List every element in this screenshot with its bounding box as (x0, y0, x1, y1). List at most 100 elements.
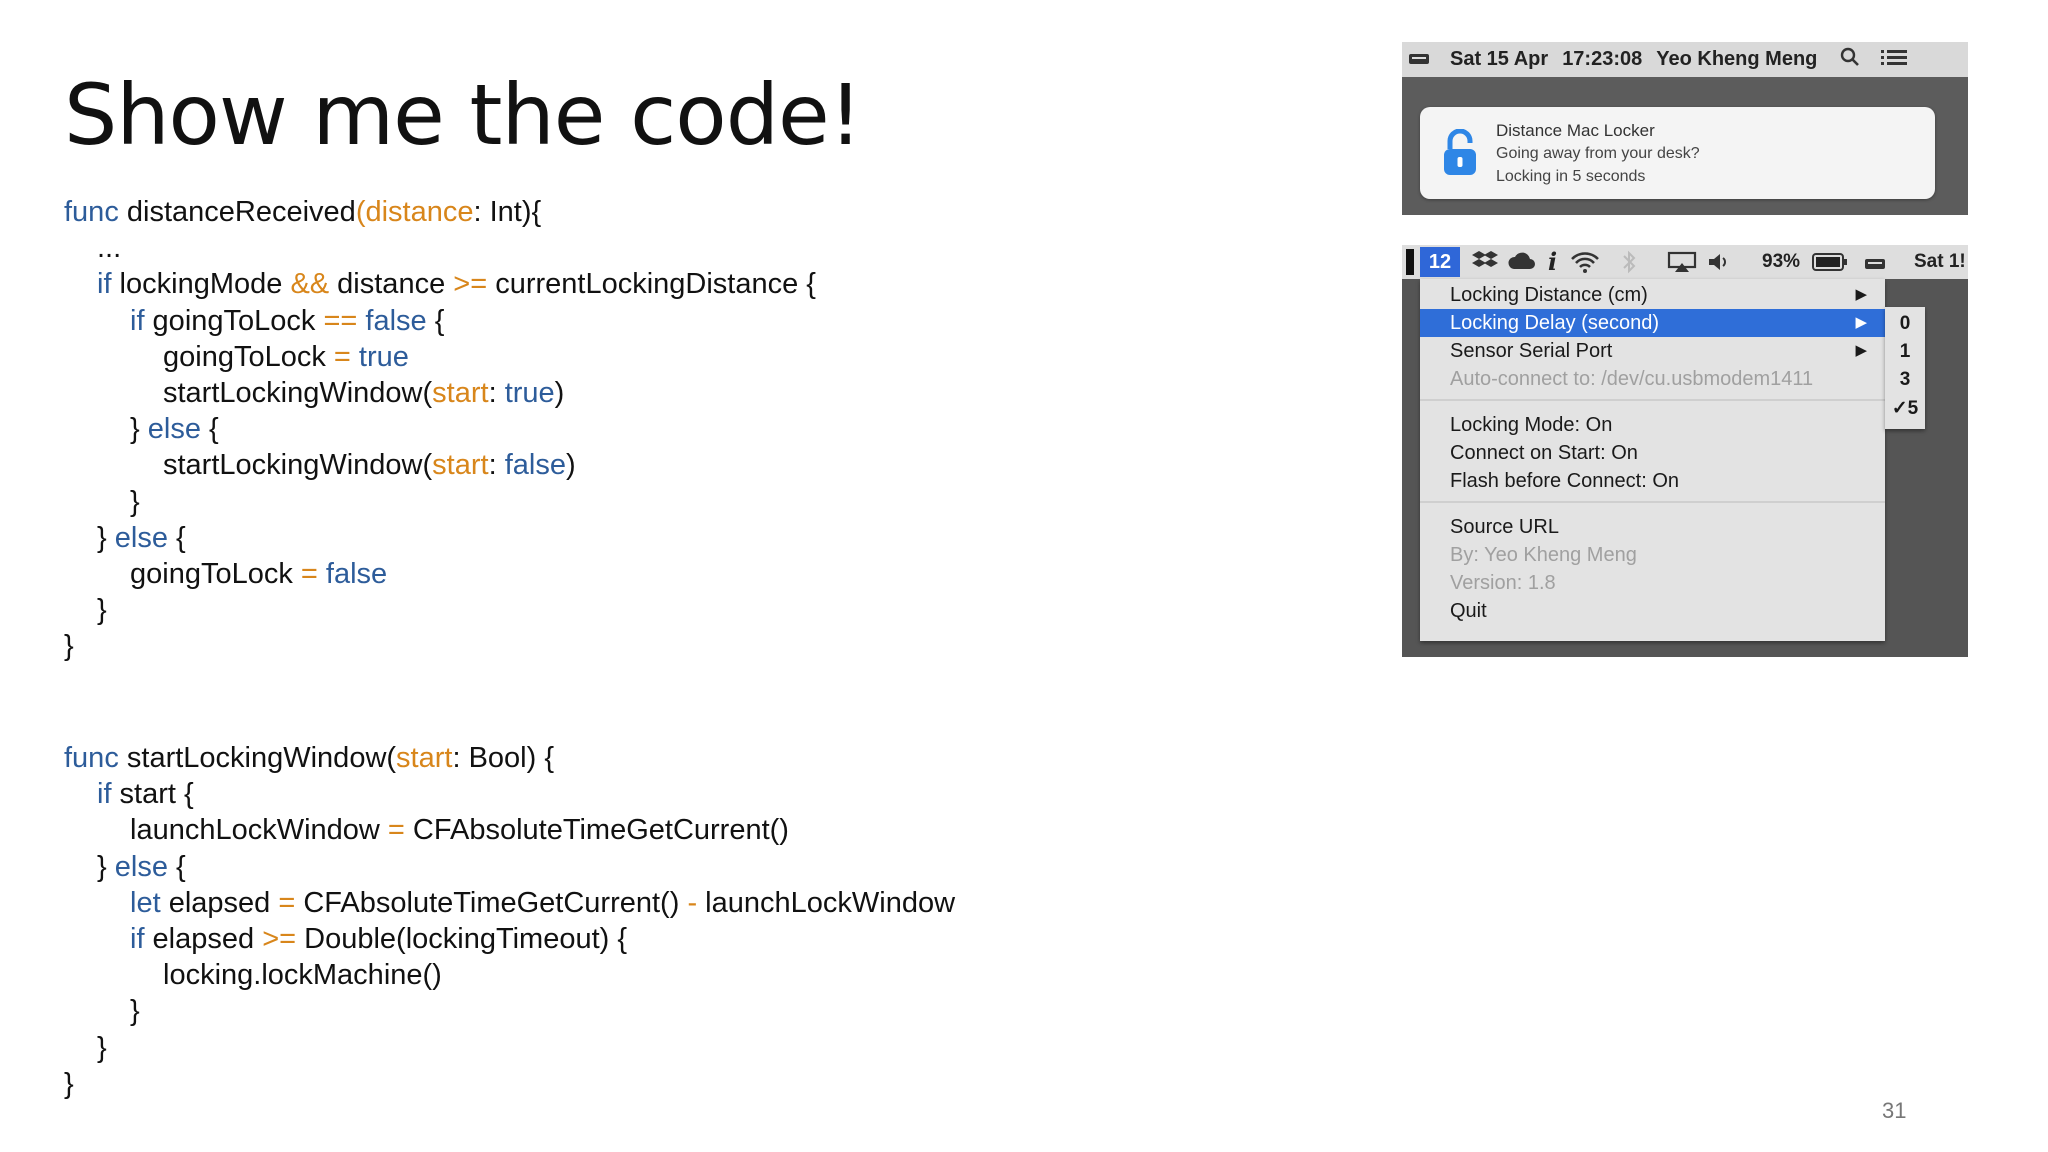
submenu-arrow-icon: ▶ (1855, 314, 1867, 331)
code-token: startLockingWindow( (163, 376, 433, 409)
notification-app-name: Distance Mac Locker (1496, 121, 1655, 140)
code-token: else (114, 850, 168, 883)
menu-item[interactable]: Flash before Connect: On (1420, 467, 1885, 495)
lock-open-icon (1442, 128, 1478, 182)
info-icon[interactable]: i (1548, 247, 1558, 276)
menu-item-label: Locking Mode: On (1450, 414, 1613, 436)
code-token: launchLockWindow (130, 814, 388, 847)
notification-center-icon[interactable] (1881, 48, 1908, 72)
code-token: startLockingWindow( (163, 449, 433, 482)
code-token: { (167, 521, 186, 554)
code-token: func (64, 196, 119, 228)
code-token: } (97, 594, 107, 627)
code-token: : (488, 449, 505, 482)
code-token: { (200, 413, 219, 446)
code-block-distance-received: func distanceReceived(distance: Int){...… (64, 194, 816, 664)
menu-item[interactable]: Connect on Start: On (1420, 439, 1885, 467)
code-line: startLockingWindow(start: true) (64, 375, 816, 411)
code-token: { (426, 304, 445, 337)
menu-item[interactable]: Sensor Serial Port ▶ (1420, 337, 1885, 365)
menu-item[interactable]: Locking Distance (cm)▶ (1420, 281, 1885, 309)
code-token: start { (111, 778, 194, 811)
menubar-date-partial[interactable]: Sat 1! (1914, 251, 1966, 272)
code-line: if goingToLock == false { (64, 303, 816, 339)
code-token: false (357, 304, 427, 337)
menu-item[interactable]: Source URL (1420, 513, 1885, 541)
code-token: distance (365, 196, 474, 228)
code-token: { (167, 850, 186, 883)
code-token: let (130, 886, 161, 919)
submenu-item[interactable]: 1 (1899, 341, 1911, 362)
search-icon[interactable] (1839, 46, 1861, 74)
code-line: goingToLock = true (64, 339, 816, 375)
code-token: = (278, 886, 296, 919)
code-token: if (97, 778, 112, 811)
mac-menubar: Sat 15 Apr 17:23:08 Yeo Kheng Meng (1402, 42, 1968, 77)
code-token: - (687, 886, 698, 919)
menu-item[interactable]: Locking Delay (second) ▶ (1420, 309, 1885, 337)
keyboard-icon[interactable] (1864, 254, 1886, 276)
menu-item-label: Version: 1.8 (1450, 572, 1556, 594)
dropbox-icon[interactable] (1472, 250, 1498, 278)
code-block-start-locking-window: func startLockingWindow(start: Bool) {if… (64, 740, 955, 1102)
airplay-icon[interactable] (1667, 251, 1697, 279)
submenu-item[interactable]: ✓5 (1891, 398, 1919, 419)
page-number: 31 (1882, 1098, 1907, 1123)
code-token: == (323, 304, 358, 337)
code-token: locking.lockMachine() (163, 959, 442, 992)
volume-icon[interactable] (1707, 252, 1731, 278)
app-badge[interactable]: 12 (1420, 247, 1460, 277)
code-line: } (64, 484, 816, 520)
code-token: >= (453, 268, 488, 301)
menu-separator (1420, 501, 1885, 503)
menu-item-label: Auto-connect to: /dev/cu.usbmodem1411 (1450, 368, 1814, 390)
menu-item-label: Source URL (1450, 516, 1559, 538)
code-token: else (147, 413, 201, 446)
code-token: goingToLock (163, 340, 334, 373)
menu-item-label: Locking Delay (second) (1450, 312, 1659, 334)
menu-screenshot: 12 i 93% (1402, 245, 1968, 657)
notification-card[interactable]: Distance Mac Locker Going away from your… (1420, 107, 1935, 199)
code-line: if lockingMode && distance >= currentLoc… (64, 266, 816, 302)
code-line: } else { (64, 520, 816, 556)
mac-menubar-status: 12 i 93% (1402, 245, 1968, 279)
code-line: launchLockWindow = CFAbsoluteTimeGetCurr… (64, 812, 955, 848)
code-token: ( (355, 196, 366, 228)
wifi-icon[interactable] (1570, 251, 1600, 279)
code-token: startLockingWindow( (118, 742, 397, 774)
code-line: } else { (64, 849, 955, 885)
menu-item-label: Sensor Serial Port (1450, 340, 1613, 362)
code-token: func (64, 742, 119, 774)
code-token: goingToLock (130, 557, 301, 590)
code-token: goingToLock (144, 304, 324, 337)
submenu-item[interactable]: 0 (1899, 313, 1911, 334)
code-token: false (504, 449, 566, 482)
menu-item-label: Flash before Connect: On (1450, 470, 1680, 492)
code-token: && (290, 268, 330, 301)
submenu-arrow-icon: ▶ (1855, 342, 1867, 359)
code-token: = (333, 340, 351, 373)
menu-item-label: Quit (1450, 600, 1487, 622)
menu-item[interactable]: Quit (1420, 597, 1885, 625)
battery-percent[interactable]: 93% (1762, 251, 1801, 272)
code-token: true (350, 340, 409, 373)
bluetooth-icon[interactable] (1622, 250, 1636, 280)
submenu-item[interactable]: 3 (1899, 369, 1911, 390)
menu-item[interactable]: Locking Mode: On (1420, 411, 1885, 439)
code-token: } (64, 630, 74, 663)
menubar-time: 17:23:08 (1562, 48, 1643, 70)
cloud-icon[interactable] (1508, 252, 1536, 276)
code-line: } (64, 993, 955, 1029)
code-token: if (130, 304, 145, 337)
notification-detail: Locking in 5 seconds (1496, 168, 1646, 185)
menu-separator (1420, 399, 1885, 401)
code-token: elapsed (160, 886, 279, 919)
menu-item-label: Locking Distance (cm) (1450, 284, 1648, 306)
code-token: = (300, 557, 318, 590)
code-token: } (130, 413, 148, 446)
locking-delay-submenu: 0 1 3 ✓5 (1885, 307, 1925, 429)
menubar-date: Sat 15 Apr (1450, 48, 1549, 70)
code-line: goingToLock = false (64, 556, 816, 592)
code-token: >= (262, 922, 297, 955)
menubar-user[interactable]: Yeo Kheng Meng (1656, 48, 1818, 70)
